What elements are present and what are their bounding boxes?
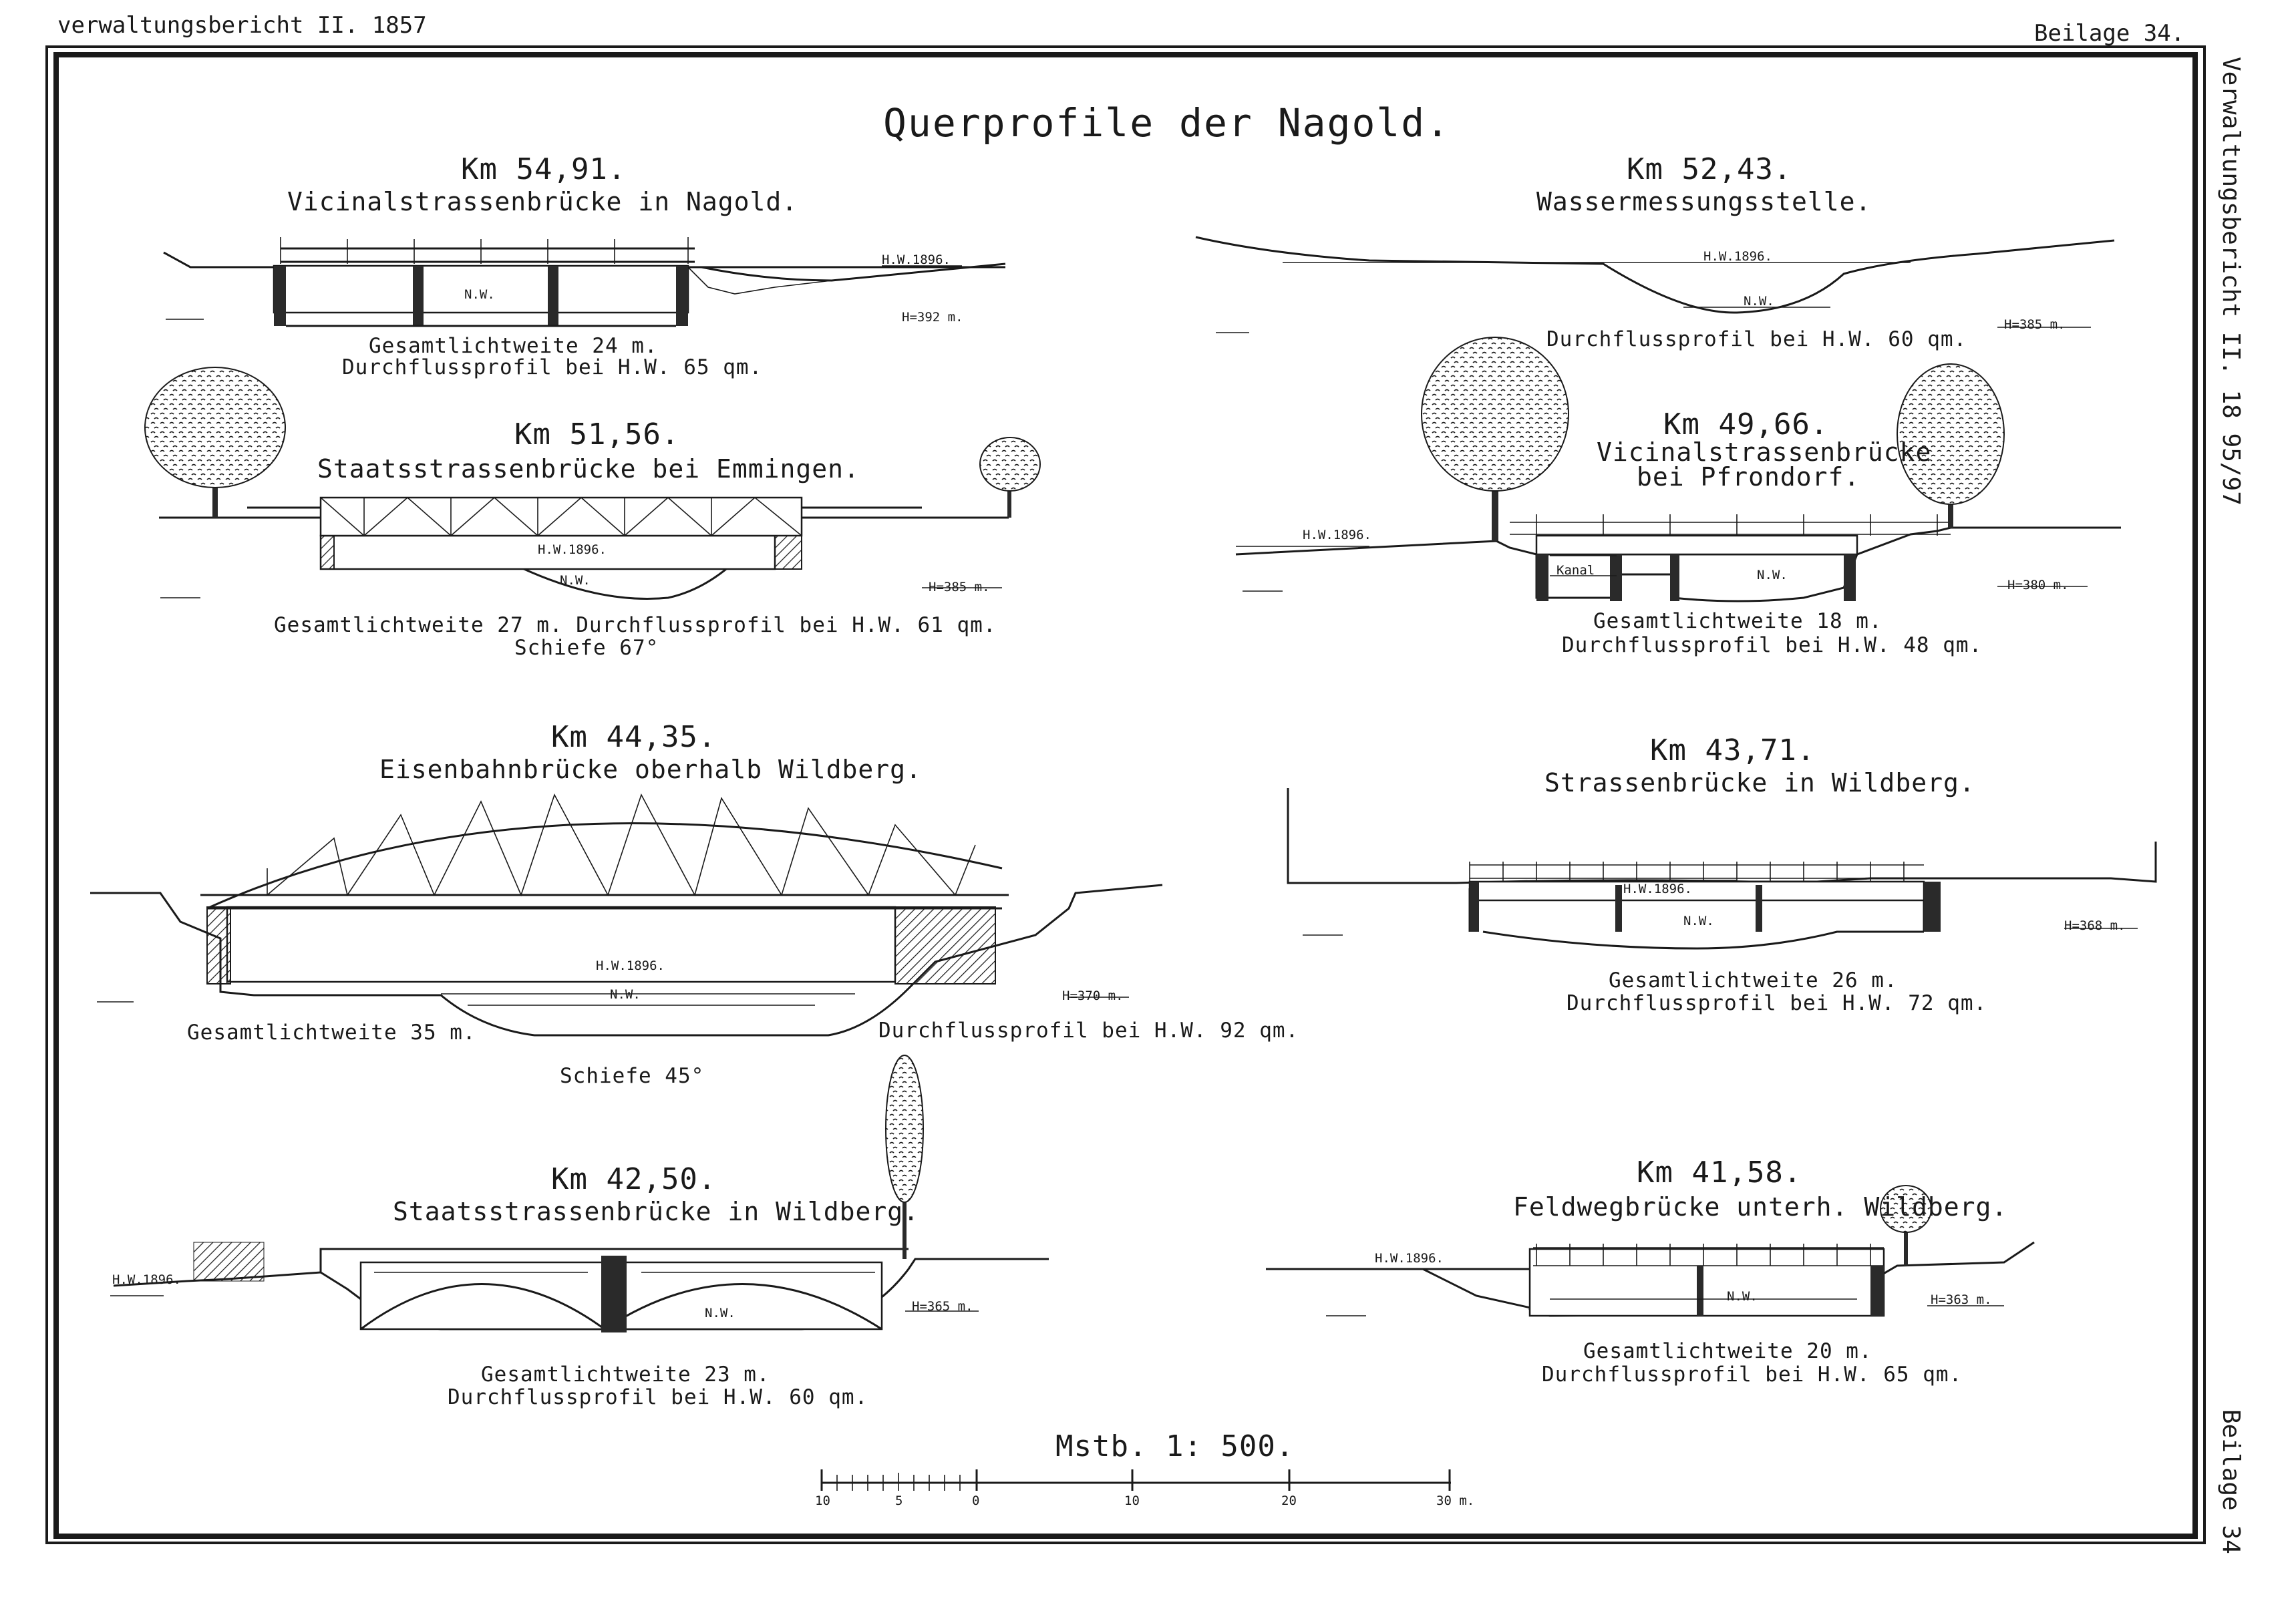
height-label: H=392 m. <box>902 310 963 325</box>
profile-name: Staatsstrassenbrücke in Wildberg. <box>393 1197 919 1226</box>
scale-label: Mstb. 1: 500. <box>1055 1429 1295 1463</box>
tree-left <box>1421 337 1569 541</box>
profile-name: Strassenbrücke in Wildberg. <box>1544 768 1975 797</box>
profile-km-41-58 <box>1266 1185 2035 1317</box>
height-label: H=380 m. <box>2007 578 2069 592</box>
nw-label: N.W. <box>610 987 641 1002</box>
profile-name: Vicinalstrassenbrücke in Nagold. <box>287 187 798 216</box>
profile-km-43-71 <box>1287 788 2157 950</box>
header-right: Beilage 34. <box>2034 20 2185 47</box>
profile-name: Eisenbahnbrücke oberhalb Wildberg. <box>379 755 922 784</box>
tree-left <box>144 367 286 518</box>
caption-line: Gesamtlichtweite 20 m. <box>1583 1339 1872 1363</box>
nw-label: N.W. <box>560 573 591 588</box>
caption-line: Durchflussprofil bei H.W. 60 qm. <box>448 1385 868 1409</box>
profile-name: Wassermessungsstelle. <box>1536 187 1872 216</box>
hw-label: H.W.1896. <box>112 1272 181 1287</box>
caption-line: Gesamtlichtweite 26 m. <box>1609 968 1898 993</box>
tree-right <box>1897 363 2005 528</box>
scale-tick-label: 5 <box>895 1493 903 1508</box>
caption-line: Gesamtlichtweite 23 m. <box>481 1363 770 1387</box>
profile-km-52-43 <box>1195 236 2115 333</box>
hw-label: H.W.1896. <box>882 252 951 267</box>
height-label: H=363 m. <box>1931 1292 1992 1307</box>
caption-line: Schiefe 45° <box>560 1064 705 1088</box>
profile-km-44-35 <box>90 793 1163 1037</box>
caption-line: Gesamtlichtweite 18 m. <box>1593 609 1882 633</box>
hw-label: H.W.1896. <box>596 958 665 973</box>
caption-line: Durchflussprofil bei H.W. 65 qm. <box>342 355 763 379</box>
side-label-bottom: Beilage 34 <box>2217 1409 2245 1554</box>
tree-right <box>1880 1185 1932 1266</box>
km-label: Km 41,58. <box>1637 1155 1802 1190</box>
tree-poplar <box>885 1055 924 1259</box>
caption-line: Schiefe 67° <box>514 636 659 660</box>
hw-label: H.W.1896. <box>538 542 607 557</box>
height-label: H=385 m. <box>929 580 990 594</box>
scale-tick-label: 10 <box>1124 1493 1140 1508</box>
scale-tick-label: 30 m. <box>1436 1493 1475 1508</box>
nw-label: N.W. <box>1683 914 1714 928</box>
hw-label: H.W.1896. <box>1375 1251 1444 1266</box>
profile-name-line-2: bei Pfrondorf. <box>1637 462 1860 492</box>
km-label: Km 51,56. <box>514 417 680 452</box>
profile-km-51-56 <box>144 367 1041 600</box>
height-label: H=370 m. <box>1062 989 1124 1003</box>
height-label: H=365 m. <box>912 1299 973 1314</box>
km-label: Km 43,71. <box>1650 733 1816 767</box>
profile-km-54-91 <box>163 237 1006 327</box>
sheet-title: Querprofile der Nagold. <box>883 100 1451 146</box>
caption-line: Gesamtlichtweite 27 m. Durchflussprofil … <box>274 613 997 637</box>
side-label-top: Verwaltungsbericht II. 18 95/97 <box>2217 57 2245 506</box>
caption-line: Gesamtlichtweite 24 m. <box>369 334 658 358</box>
km-label: Km 42,50. <box>551 1162 717 1196</box>
caption-line: Durchflussprofil bei H.W. 65 qm. <box>1542 1363 1963 1387</box>
scale-bar <box>820 1469 1451 1491</box>
caption-line: Durchflussprofil bei H.W. 92 qm. <box>878 1019 1299 1043</box>
profile-km-49-66 <box>1235 337 2121 602</box>
km-label: Km 54,91. <box>461 152 627 186</box>
nw-label: N.W. <box>1757 568 1788 582</box>
scale-tick-label: 0 <box>972 1493 980 1508</box>
nw-label: N.W. <box>705 1306 735 1320</box>
profile-name: Feldwegbrücke unterh. Wildberg. <box>1513 1192 2008 1222</box>
hw-label: H.W.1896. <box>1303 528 1371 542</box>
caption-line: Durchflussprofil bei H.W. 48 qm. <box>1562 633 1983 657</box>
caption-line: Gesamtlichtweite 35 m. <box>187 1021 476 1045</box>
nw-label: N.W. <box>1727 1289 1758 1304</box>
profile-name: Vicinalstrassenbrücke <box>1597 437 1932 467</box>
scale-tick-label: 10 <box>815 1493 830 1508</box>
height-label: H=385 m. <box>2004 317 2066 332</box>
km-label: Km 49,66. <box>1663 407 1829 441</box>
caption-line: Durchflussprofil bei H.W. 60 qm. <box>1546 327 1967 351</box>
km-label: Km 52,43. <box>1627 152 1792 186</box>
caption-line: Durchflussprofil bei H.W. 72 qm. <box>1567 991 1987 1015</box>
inner-frame <box>53 52 2198 1539</box>
profile-name: Staatsstrassenbrücke bei Emmingen. <box>317 454 860 484</box>
height-label: H=368 m. <box>2064 918 2126 933</box>
hw-label: H.W.1896. <box>1703 249 1772 264</box>
outer-frame <box>45 45 2206 1544</box>
nw-label: N.W. <box>1744 294 1774 309</box>
header-left: verwaltungsbericht II. 1857 <box>57 12 427 39</box>
profile-km-42-50 <box>110 1055 1049 1332</box>
nw-label: N.W. <box>464 287 495 302</box>
hw-label: H.W.1896. <box>1623 882 1692 896</box>
scale-tick-label: 20 <box>1281 1493 1297 1508</box>
tree-right <box>979 437 1041 518</box>
km-label: Km 44,35. <box>551 720 717 754</box>
canal-label: Kanal <box>1556 563 1595 578</box>
